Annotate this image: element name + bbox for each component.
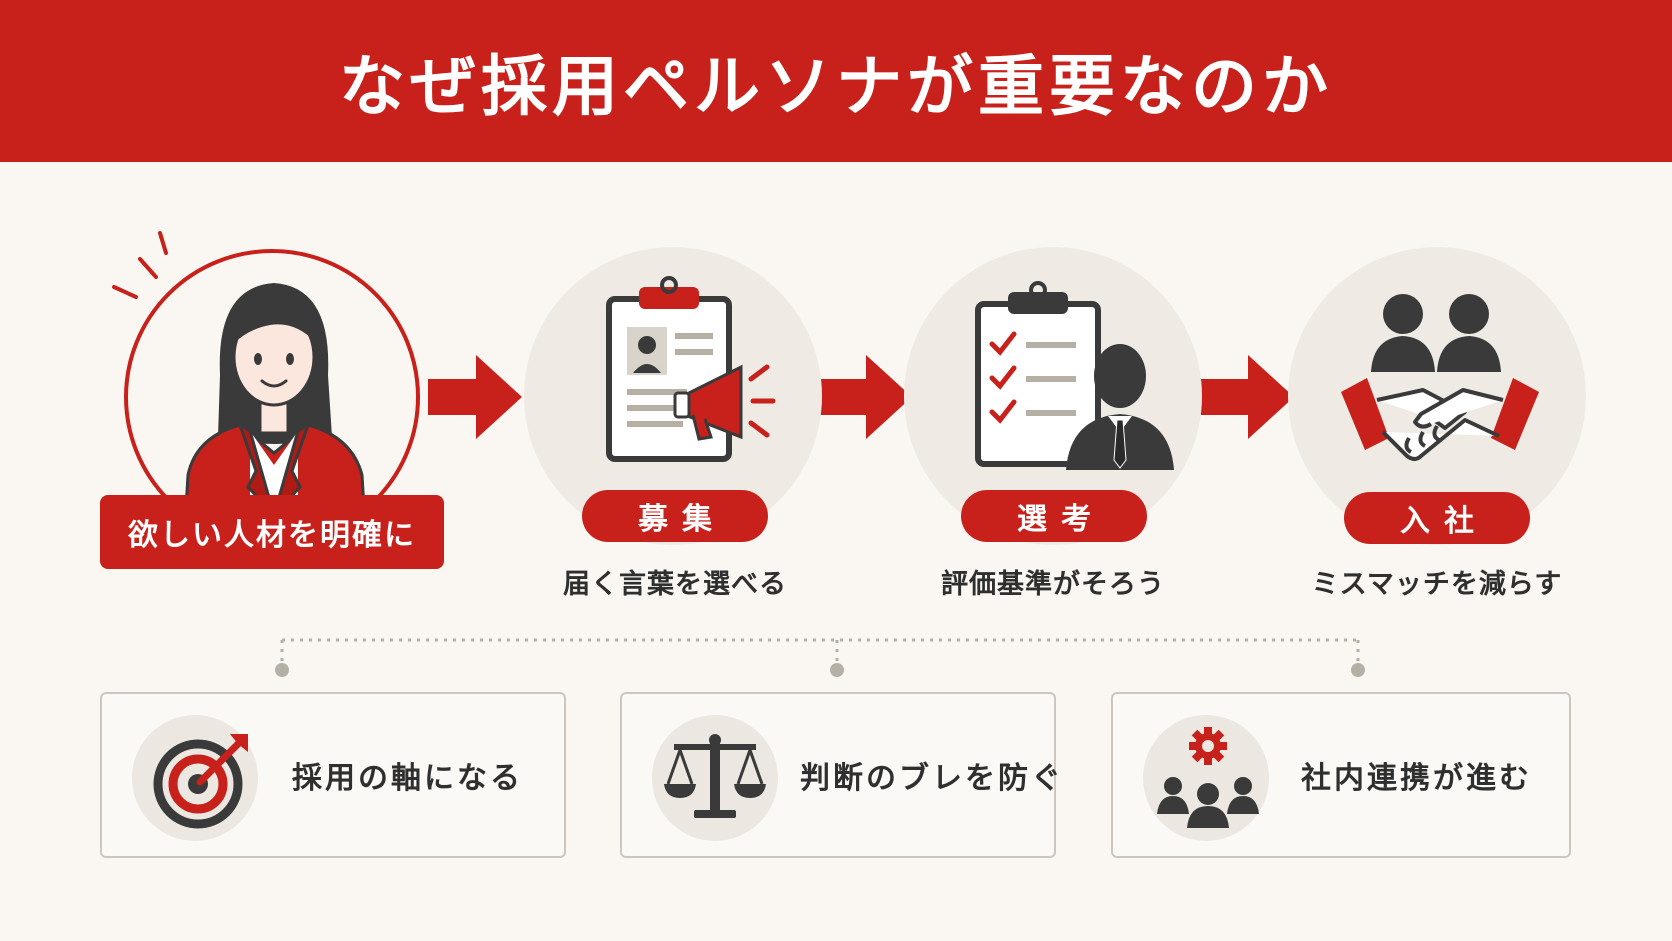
benefit-card-axis: 採用の軸になる: [100, 692, 566, 858]
step-pill-recruit: 募集: [582, 490, 768, 542]
start-label-text: 欲しい人材を明確に: [128, 518, 416, 553]
benefit-card-collaboration: 社内連携が進む: [1111, 692, 1571, 858]
arrow-icon: [1200, 355, 1294, 439]
step-pill-hire: 入社: [1344, 492, 1530, 544]
clipboard-megaphone-icon: [606, 276, 776, 462]
arrow-icon: [428, 355, 522, 439]
benefit-label: 社内連携が進む: [1301, 761, 1532, 796]
scale-icon: [664, 734, 766, 818]
step-caption-hire: ミスマッチを減らす: [1311, 569, 1563, 600]
step-pill-selection: 選考: [961, 490, 1147, 542]
benefit-card-judgment: 判断のブレを防ぐ: [620, 692, 1061, 858]
step-caption-selection: 評価基準がそろう: [941, 569, 1165, 600]
handshake-icon: [1341, 294, 1539, 461]
start-label: 欲しい人材を明確に: [100, 495, 444, 569]
step-caption-recruit: 届く言葉を選べる: [563, 569, 787, 600]
arrow-icon: [818, 355, 912, 439]
step-pill-label: 選考: [1017, 502, 1105, 537]
page-title: なぜ採用ペルソナが重要なのか: [339, 47, 1333, 125]
step-pill-label: 募集: [638, 502, 726, 537]
step-pill-label: 入社: [1400, 504, 1488, 539]
checklist-interviewer-icon: [975, 281, 1174, 470]
dotted-connector: [275, 638, 1365, 677]
team-gear-icon: [1157, 727, 1259, 828]
benefit-label: 採用の軸になる: [292, 761, 523, 796]
benefit-label: 判断のブレを防ぐ: [800, 761, 1064, 796]
target-icon: [153, 734, 248, 829]
header-banner: なぜ採用ペルソナが重要なのか: [0, 0, 1672, 162]
